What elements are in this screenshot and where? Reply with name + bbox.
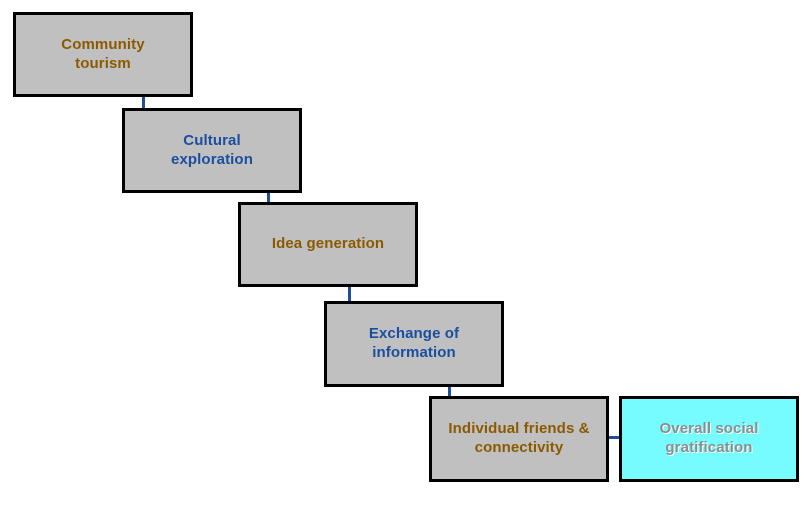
node-individual-friends-connectivity[interactable]: Individual friends & connectivity bbox=[429, 396, 609, 482]
connector-exchange-of-information-to-individual-friends bbox=[448, 383, 451, 399]
node-cultural-exploration-label: Cultural exploration bbox=[171, 131, 253, 168]
connector-community-tourism-to-cultural-exploration bbox=[142, 93, 145, 111]
node-community-tourism-label: Community tourism bbox=[61, 35, 145, 72]
node-cultural-exploration[interactable]: Cultural exploration bbox=[122, 108, 302, 193]
node-overall-social-gratification-label: Overall social gratification bbox=[659, 420, 759, 456]
node-community-tourism[interactable]: Community tourism bbox=[13, 12, 193, 97]
node-exchange-of-information-label: Exchange of information bbox=[368, 325, 460, 361]
node-overall-social-gratification[interactable]: Overall social gratification bbox=[619, 396, 799, 482]
node-exchange-of-information[interactable]: Exchange of information bbox=[324, 301, 504, 387]
node-idea-generation-label: Idea generation bbox=[271, 235, 385, 253]
connector-cultural-exploration-to-idea-generation bbox=[267, 189, 270, 205]
connector-idea-generation-to-exchange-of-information bbox=[348, 284, 351, 304]
node-individual-friends-connectivity-label: Individual friends & connectivity bbox=[448, 420, 590, 456]
connector-individual-friends-to-overall-social-gratification bbox=[606, 436, 623, 439]
node-idea-generation[interactable]: Idea generation bbox=[238, 202, 418, 287]
